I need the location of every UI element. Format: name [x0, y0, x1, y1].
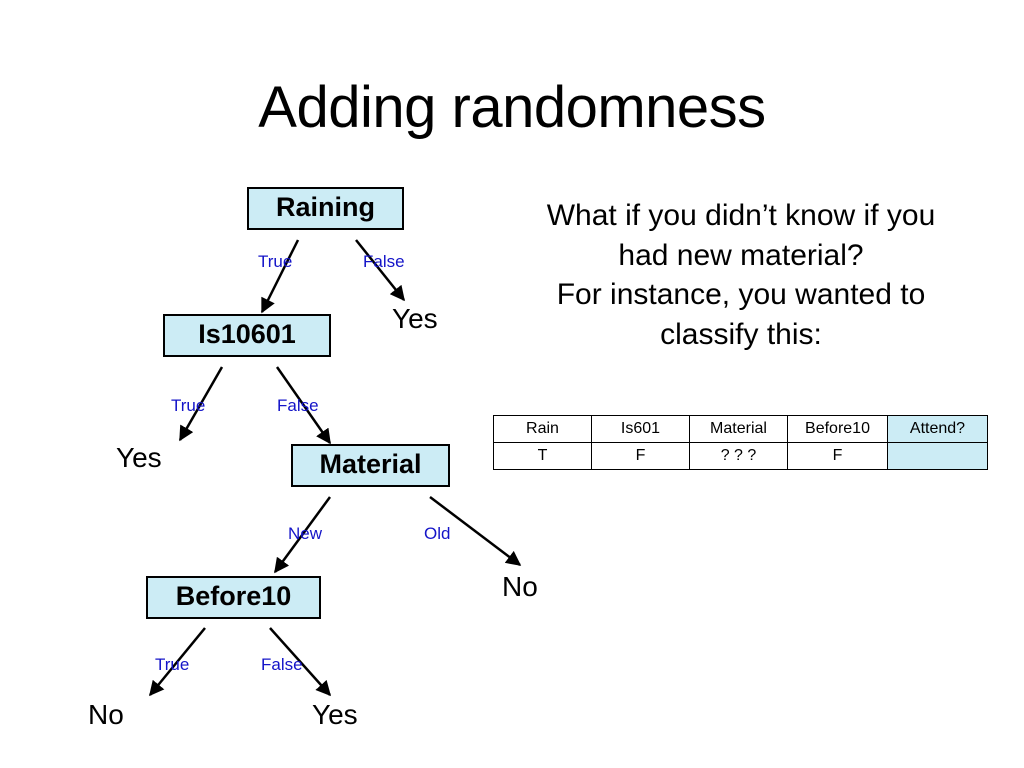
tree-leaf-material-old-no: No	[502, 571, 538, 602]
tree-node-material-label: Material	[319, 449, 422, 479]
edge-label-raining-false: False	[363, 252, 405, 271]
edge-label-material-new: New	[288, 524, 323, 543]
edge-label-is10601-true: True	[171, 396, 206, 415]
question-text: What if you didn’t know if you had new m…	[455, 196, 1024, 354]
sample-instance-table: Rain Is601 Material Before10 Attend? T F…	[493, 415, 988, 470]
table-row: T F ? ? ? F	[493, 442, 988, 470]
tree-node-raining-label: Raining	[276, 192, 375, 222]
tree-node-raining[interactable]: Raining	[247, 187, 404, 230]
edge-label-before10-false: False	[261, 655, 303, 674]
table-header-attend: Attend?	[887, 415, 988, 443]
edge-label-raining-true: True	[258, 252, 293, 271]
question-line-2: had new material?	[618, 238, 864, 272]
question-line-1: What if you didn’t know if you	[546, 199, 936, 232]
table-header-before10: Before10	[787, 415, 888, 443]
table-header-is601: Is601	[591, 415, 690, 443]
tree-leaf-before10-true-no: No	[88, 699, 124, 730]
table-header-material: Material	[689, 415, 788, 443]
edge-label-material-old: Old	[424, 524, 451, 543]
tree-leaf-raining-false-yes: Yes	[392, 303, 438, 334]
table-header-row: Rain Is601 Material Before10 Attend?	[493, 415, 988, 443]
tree-leaf-is10601-true-yes: Yes	[116, 442, 162, 473]
table-cell-is601: F	[591, 442, 690, 470]
question-line-4: classify this:	[660, 317, 822, 351]
tree-node-is10601-label: Is10601	[198, 319, 296, 349]
question-line-3: For instance, you wanted to	[556, 278, 926, 312]
tree-node-material[interactable]: Material	[291, 444, 450, 487]
tree-node-before10[interactable]: Before10	[146, 576, 321, 619]
table-cell-before10: F	[787, 442, 888, 470]
tree-node-is10601[interactable]: Is10601	[163, 314, 331, 357]
table-cell-attend	[887, 442, 988, 470]
table-cell-material: ? ? ?	[689, 442, 788, 470]
table-header-rain: Rain	[493, 415, 592, 443]
table-cell-rain: T	[493, 442, 592, 470]
tree-node-before10-label: Before10	[175, 581, 292, 611]
tree-leaf-before10-false-yes: Yes	[312, 699, 358, 730]
edge-label-before10-true: True	[155, 655, 190, 674]
edge-label-is10601-false: False	[277, 396, 319, 415]
page-title: Adding randomness	[258, 75, 766, 140]
